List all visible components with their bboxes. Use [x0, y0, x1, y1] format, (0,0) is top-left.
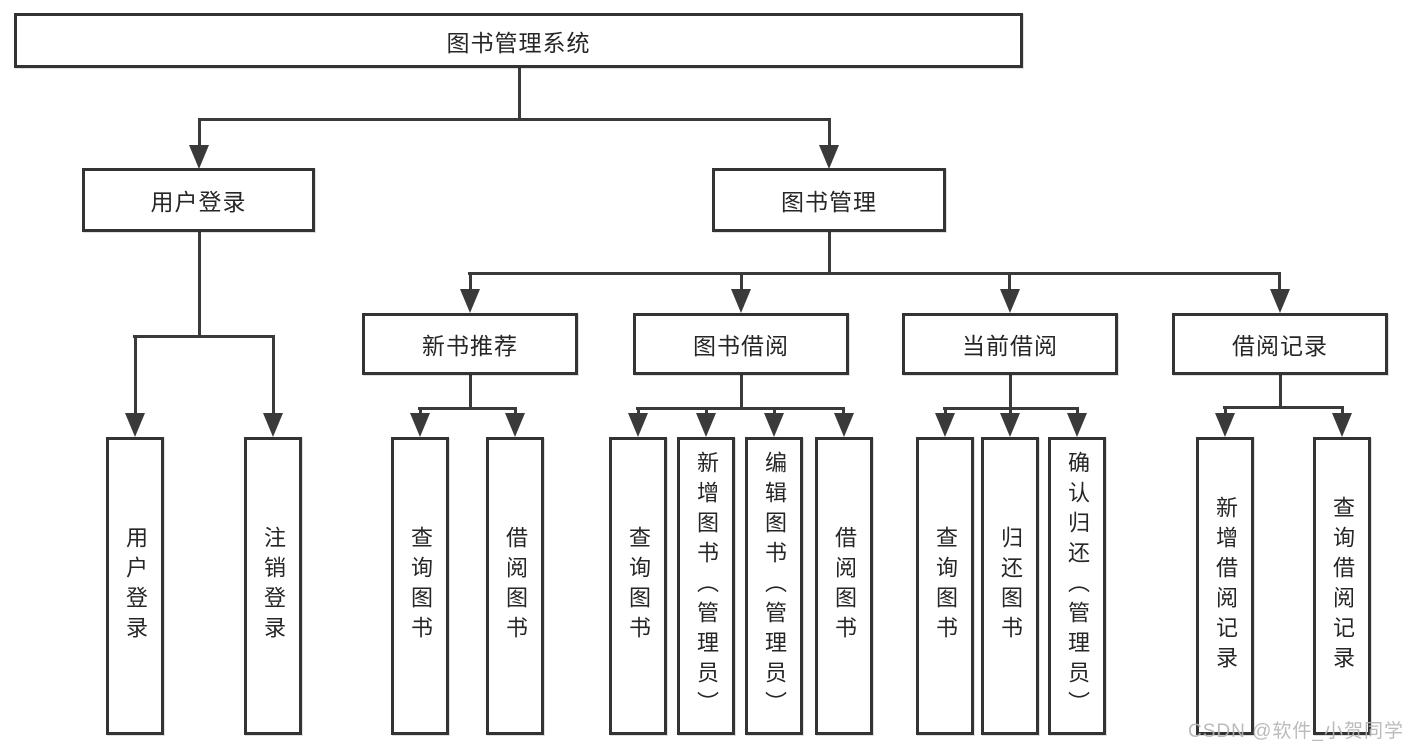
arrow-down-icon: [460, 289, 480, 313]
node-new-book-recommend-label: 新书推荐: [422, 333, 518, 359]
connector-line: [1341, 406, 1344, 415]
node-add-book-admin: 新增图书（管理员）: [677, 437, 735, 735]
arrow-down-icon: [125, 413, 145, 437]
arrow-down-icon: [410, 413, 430, 437]
connector-line: [272, 335, 275, 415]
node-add-borrow-record: 新增借阅记录: [1196, 437, 1254, 735]
connector-line: [134, 335, 137, 415]
node-current-borrow: 当前借阅: [902, 313, 1118, 375]
arrow-down-icon: [834, 413, 854, 437]
connector-line: [740, 272, 743, 292]
arrow-down-icon: [1332, 413, 1352, 437]
connector-line: [514, 407, 517, 415]
connector-line: [1009, 407, 1012, 415]
connector-line: [637, 407, 640, 415]
node-query-books-borrow-label: 查询图书: [626, 526, 651, 646]
connector-line: [198, 118, 201, 150]
node-borrow-books-leaf-label: 借阅图书: [832, 526, 857, 646]
connector-line: [828, 118, 831, 150]
arrow-down-icon: [935, 413, 955, 437]
connector-line: [1279, 375, 1282, 407]
node-book-management: 图书管理: [712, 168, 946, 232]
node-query-books-borrow: 查询图书: [609, 437, 667, 735]
arrow-down-icon: [263, 413, 283, 437]
connector-line: [469, 375, 472, 408]
node-current-borrow-label: 当前借阅: [962, 333, 1058, 359]
node-query-books-current: 查询图书: [916, 437, 974, 735]
node-borrow-books-recommend: 借阅图书: [486, 437, 544, 735]
connector-line: [1223, 406, 1344, 409]
node-return-books-label: 归还图书: [998, 526, 1023, 646]
connector-line: [518, 68, 521, 118]
node-book-management-label: 图书管理: [781, 189, 877, 215]
node-user-login-leaf-label: 用户登录: [123, 526, 148, 646]
node-query-borrow-record-label: 查询借阅记录: [1330, 496, 1355, 676]
connector-line: [842, 407, 845, 415]
node-query-books-current-label: 查询图书: [933, 526, 958, 646]
node-borrow-books-leaf: 借阅图书: [815, 437, 873, 735]
connector-line: [198, 232, 201, 335]
connector-line: [1278, 272, 1281, 292]
arrow-down-icon: [764, 413, 784, 437]
node-borrow-records: 借阅记录: [1172, 313, 1388, 375]
node-query-books-recommend-label: 查询图书: [408, 526, 433, 646]
arrow-down-icon: [1067, 413, 1087, 437]
node-confirm-return-admin-label: 确认归还（管理员）: [1065, 451, 1090, 721]
arrow-down-icon: [696, 413, 716, 437]
connector-line: [740, 375, 743, 408]
arrow-down-icon: [189, 145, 209, 169]
arrow-down-icon: [505, 413, 525, 437]
node-borrow-books-recommend-label: 借阅图书: [503, 526, 528, 646]
connector-line: [828, 232, 831, 272]
connector-line: [419, 407, 422, 415]
connector-line: [418, 407, 517, 410]
node-return-books: 归还图书: [981, 437, 1039, 735]
node-user-login-branch: 用户登录: [82, 168, 315, 232]
connector-line: [198, 118, 831, 121]
node-add-book-admin-label: 新增图书（管理员）: [694, 451, 719, 721]
node-edit-book-admin: 编辑图书（管理员）: [745, 437, 803, 735]
node-query-borrow-record: 查询借阅记录: [1313, 437, 1371, 735]
node-user-login-branch-label: 用户登录: [150, 189, 247, 215]
connector-line: [944, 407, 947, 415]
arrow-down-icon: [819, 145, 839, 169]
connector-line: [1008, 272, 1011, 292]
node-book-borrow: 图书借阅: [633, 313, 849, 375]
csdn-watermark: CSDN @软件_小贺同学: [1188, 721, 1404, 742]
arrow-down-icon: [1000, 289, 1020, 313]
connector-line: [705, 407, 708, 415]
connector-line: [636, 407, 845, 410]
connector-line: [133, 335, 275, 338]
node-edit-book-admin-label: 编辑图书（管理员）: [762, 451, 787, 721]
node-confirm-return-admin: 确认归还（管理员）: [1048, 437, 1106, 735]
arrow-down-icon: [1270, 289, 1290, 313]
connector-line: [1009, 375, 1012, 408]
connector-line: [468, 272, 1281, 275]
node-root-label: 图书管理系统: [446, 29, 591, 56]
node-borrow-records-label: 借阅记录: [1232, 333, 1328, 359]
arrow-down-icon: [1000, 413, 1020, 437]
connector-line: [1076, 407, 1079, 415]
arrow-down-icon: [1215, 413, 1235, 437]
node-user-login-leaf: 用户登录: [106, 437, 164, 735]
node-new-book-recommend: 新书推荐: [362, 313, 578, 375]
connector-line: [773, 407, 776, 415]
arrow-down-icon: [628, 413, 648, 437]
node-logout-label: 注销登录: [261, 526, 286, 646]
node-query-books-recommend: 查询图书: [391, 437, 449, 735]
connector-line: [1224, 406, 1227, 415]
connector-line: [469, 272, 472, 292]
node-root: 图书管理系统: [14, 13, 1023, 68]
node-book-borrow-label: 图书借阅: [693, 333, 789, 359]
node-add-borrow-record-label: 新增借阅记录: [1213, 496, 1238, 676]
node-logout: 注销登录: [244, 437, 302, 735]
arrow-down-icon: [731, 289, 751, 313]
